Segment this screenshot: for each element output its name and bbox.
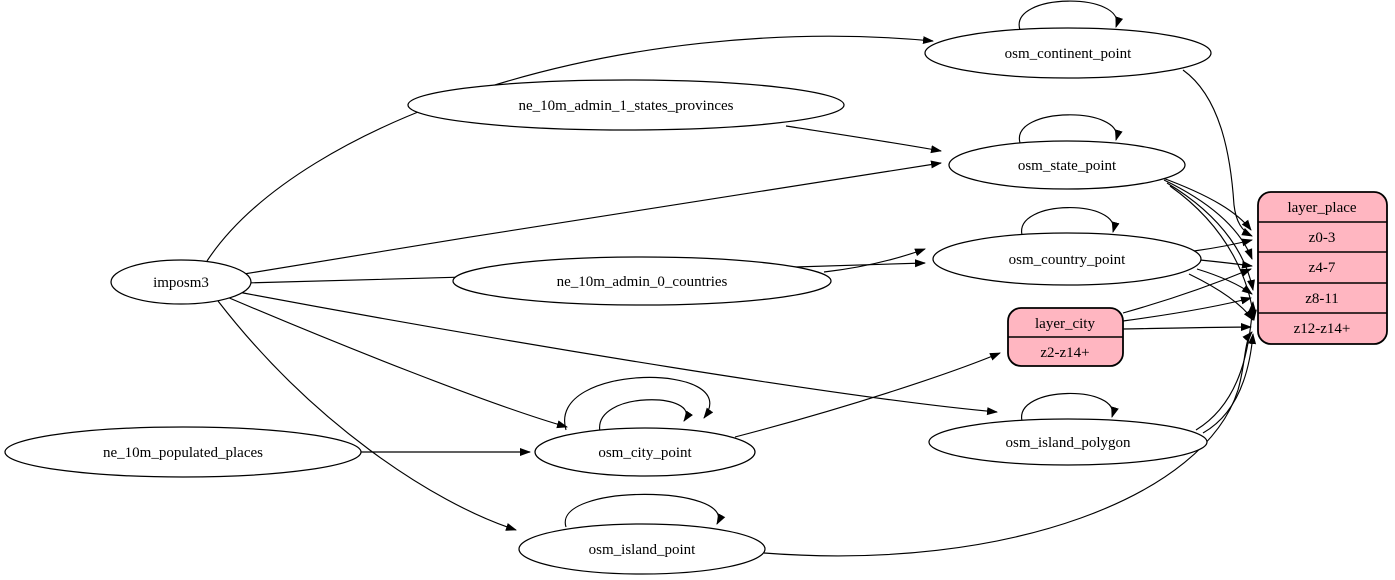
node-imposm3-shape [110,259,252,305]
edge-osm_country_point-layer_place-z12-z14 [1188,273,1254,321]
node-ne_10m_admin_0_countries-shape [452,256,832,306]
node-osm_continent_point-shape [924,27,1212,79]
selfloop-osm_island_point [564,493,726,528]
node-osm_country_point: osm_country_point [932,232,1202,286]
node-ne_10m_admin_0_countries-label: ne_10m_admin_0_countries [557,274,728,290]
node-osm_city_point-shape [534,427,756,477]
selfloop-osm_island_polygon [1021,392,1119,422]
edge-osm_country_point-layer_place-z4-7 [1199,259,1253,269]
edge-osm_island_polygon-layer_place-z8-11 [1195,301,1257,431]
edge-osm_country_point-layer_place-z8-11 [1196,268,1253,295]
node-ne_10m_populated_places-shape [4,426,362,478]
edge-osm_state_point-layer_place-z8-11 [1166,182,1255,291]
edge-imposm3-osm_island_point [217,300,517,531]
edge-osm_continent_point-layer_place-z0-3 [1182,69,1253,237]
record-layer_city-row-z2-z14: z2-z14+ [1040,345,1089,361]
node-osm_country_point-shape [932,232,1202,286]
node-osm_island_point: osm_island_point [518,523,766,575]
selfloop-osm_city_point-inner [599,399,693,433]
node-ne_10m_admin_1_states_provinces: ne_10m_admin_1_states_provinces [407,79,845,131]
node-ne_10m_populated_places-label: ne_10m_populated_places [103,445,263,461]
selfloop-osm_continent_point [1018,0,1124,31]
edge-osm_island_point-layer_place-z12-z14 [763,331,1253,557]
edge-ne_10m_admin_0_countries-osm_country_point [823,248,926,273]
selfloop-osm_state_point [1019,114,1123,144]
node-osm_city_point-label: osm_city_point [598,445,692,461]
node-imposm3-label: imposm3 [153,275,209,291]
record-layer_city: layer_city z2-z14+ [1007,307,1124,367]
node-ne_10m_admin_0_countries: ne_10m_admin_0_countries [452,256,832,306]
edge-imposm3-osm_state_point [243,160,942,275]
node-osm_continent_point: osm_continent_point [924,27,1212,79]
node-osm_island_polygon-label: osm_island_polygon [1005,435,1131,451]
node-osm_island_point-label: osm_island_point [589,542,697,558]
node-osm_state_point-shape [948,140,1186,190]
edge-osm_country_point-layer_place-z0-3 [1193,238,1253,252]
edge-osm_state_point-layer_place-z0-3 [1159,176,1252,231]
node-osm_island_polygon: osm_island_polygon [928,418,1208,466]
node-osm_island_polygon-shape [928,418,1208,466]
node-ne_10m_admin_1_states_provinces-shape [407,79,845,131]
node-imposm3: imposm3 [110,259,252,305]
record-layer_place-row-z0-3: z0-3 [1309,230,1336,246]
node-osm_continent_point-label: osm_continent_point [1005,46,1132,62]
edge-imposm3-osm_city_point [226,296,568,429]
edge-ne_10m_admin_1_states_provinces-osm_state_point [785,125,942,154]
node-osm_city_point: osm_city_point [534,427,756,477]
edge-layer_city-layer_place-z4-7 [1122,268,1252,314]
node-osm_state_point-label: osm_state_point [1018,158,1117,174]
record-layer_place-box [1257,191,1388,345]
record-layer_place-row-z4-7: z4-7 [1309,260,1336,276]
node-ne_10m_admin_1_states_provinces-label: ne_10m_admin_1_states_provinces [519,98,734,114]
edge-layer_city-layer_place-z12-z14 [1122,323,1252,332]
record-layer_place: layer_place z0-3 z4-7 z8-11 z12-z14+ [1257,191,1388,345]
edges-layer [206,0,1257,557]
record-layer_place-row-z8-11: z8-11 [1305,291,1339,307]
selfloop-osm_city_point-outer [564,376,714,431]
node-osm_island_point-shape [518,523,766,575]
edge-imposm3-osm_island_polygon [237,291,998,416]
edge-imposm3-osm_continent_point [206,35,934,262]
node-osm_country_point-label: osm_country_point [1009,252,1126,268]
record-layer_place-row-z12-z14: z12-z14+ [1294,321,1351,337]
selfloop-osm_country_point [1021,207,1120,236]
record-layer_place-title: layer_place [1287,200,1356,216]
record-layer_city-title: layer_city [1035,316,1095,332]
node-osm_state_point: osm_state_point [948,140,1186,190]
node-ne_10m_populated_places: ne_10m_populated_places [4,426,362,478]
edge-layer_city-layer_place-z8-11 [1122,296,1252,322]
edge-osm_state_point-layer_place-z4-7 [1163,179,1253,260]
edge-osm_city_point-layer_city-z2-z14 [734,352,1001,438]
edge-osm_island_polygon-layer_place-z12-z14 [1202,333,1257,434]
